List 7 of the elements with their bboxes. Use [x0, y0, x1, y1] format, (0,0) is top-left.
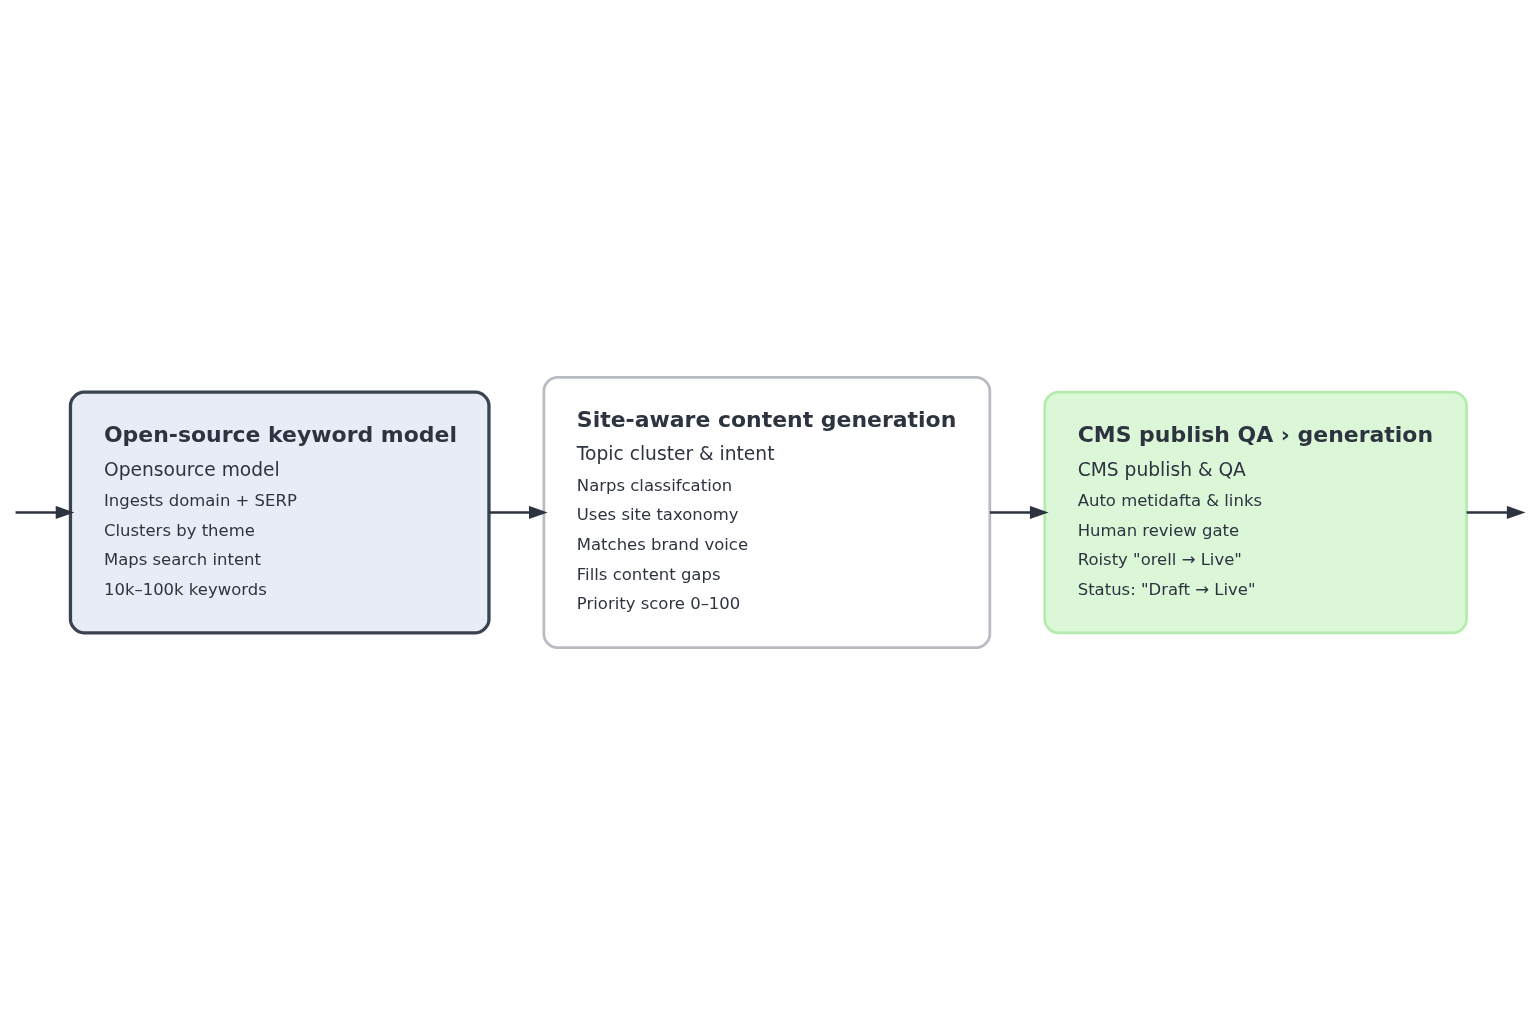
node-box: Open-source keyword model Opensource model Ingests domain + SERP Clusters by theme Maps search intent 10k–100k keywords [68, 390, 491, 634]
arrow [488, 505, 548, 519]
node-box: Site-aware content generation Topic cluster & intent Narps classifcation Uses site taxonomy Matches brand voice Fills content gaps Priority score 0–100 [542, 375, 991, 649]
arrow [1466, 505, 1526, 519]
node-box: CMS publish QA › generation CMS publish & QA Auto metidafta & links Human review gate Roisty "orell → Live" Status: "Draft → Live" [1042, 390, 1468, 634]
arrow [15, 505, 74, 519]
arrow [989, 505, 1049, 519]
